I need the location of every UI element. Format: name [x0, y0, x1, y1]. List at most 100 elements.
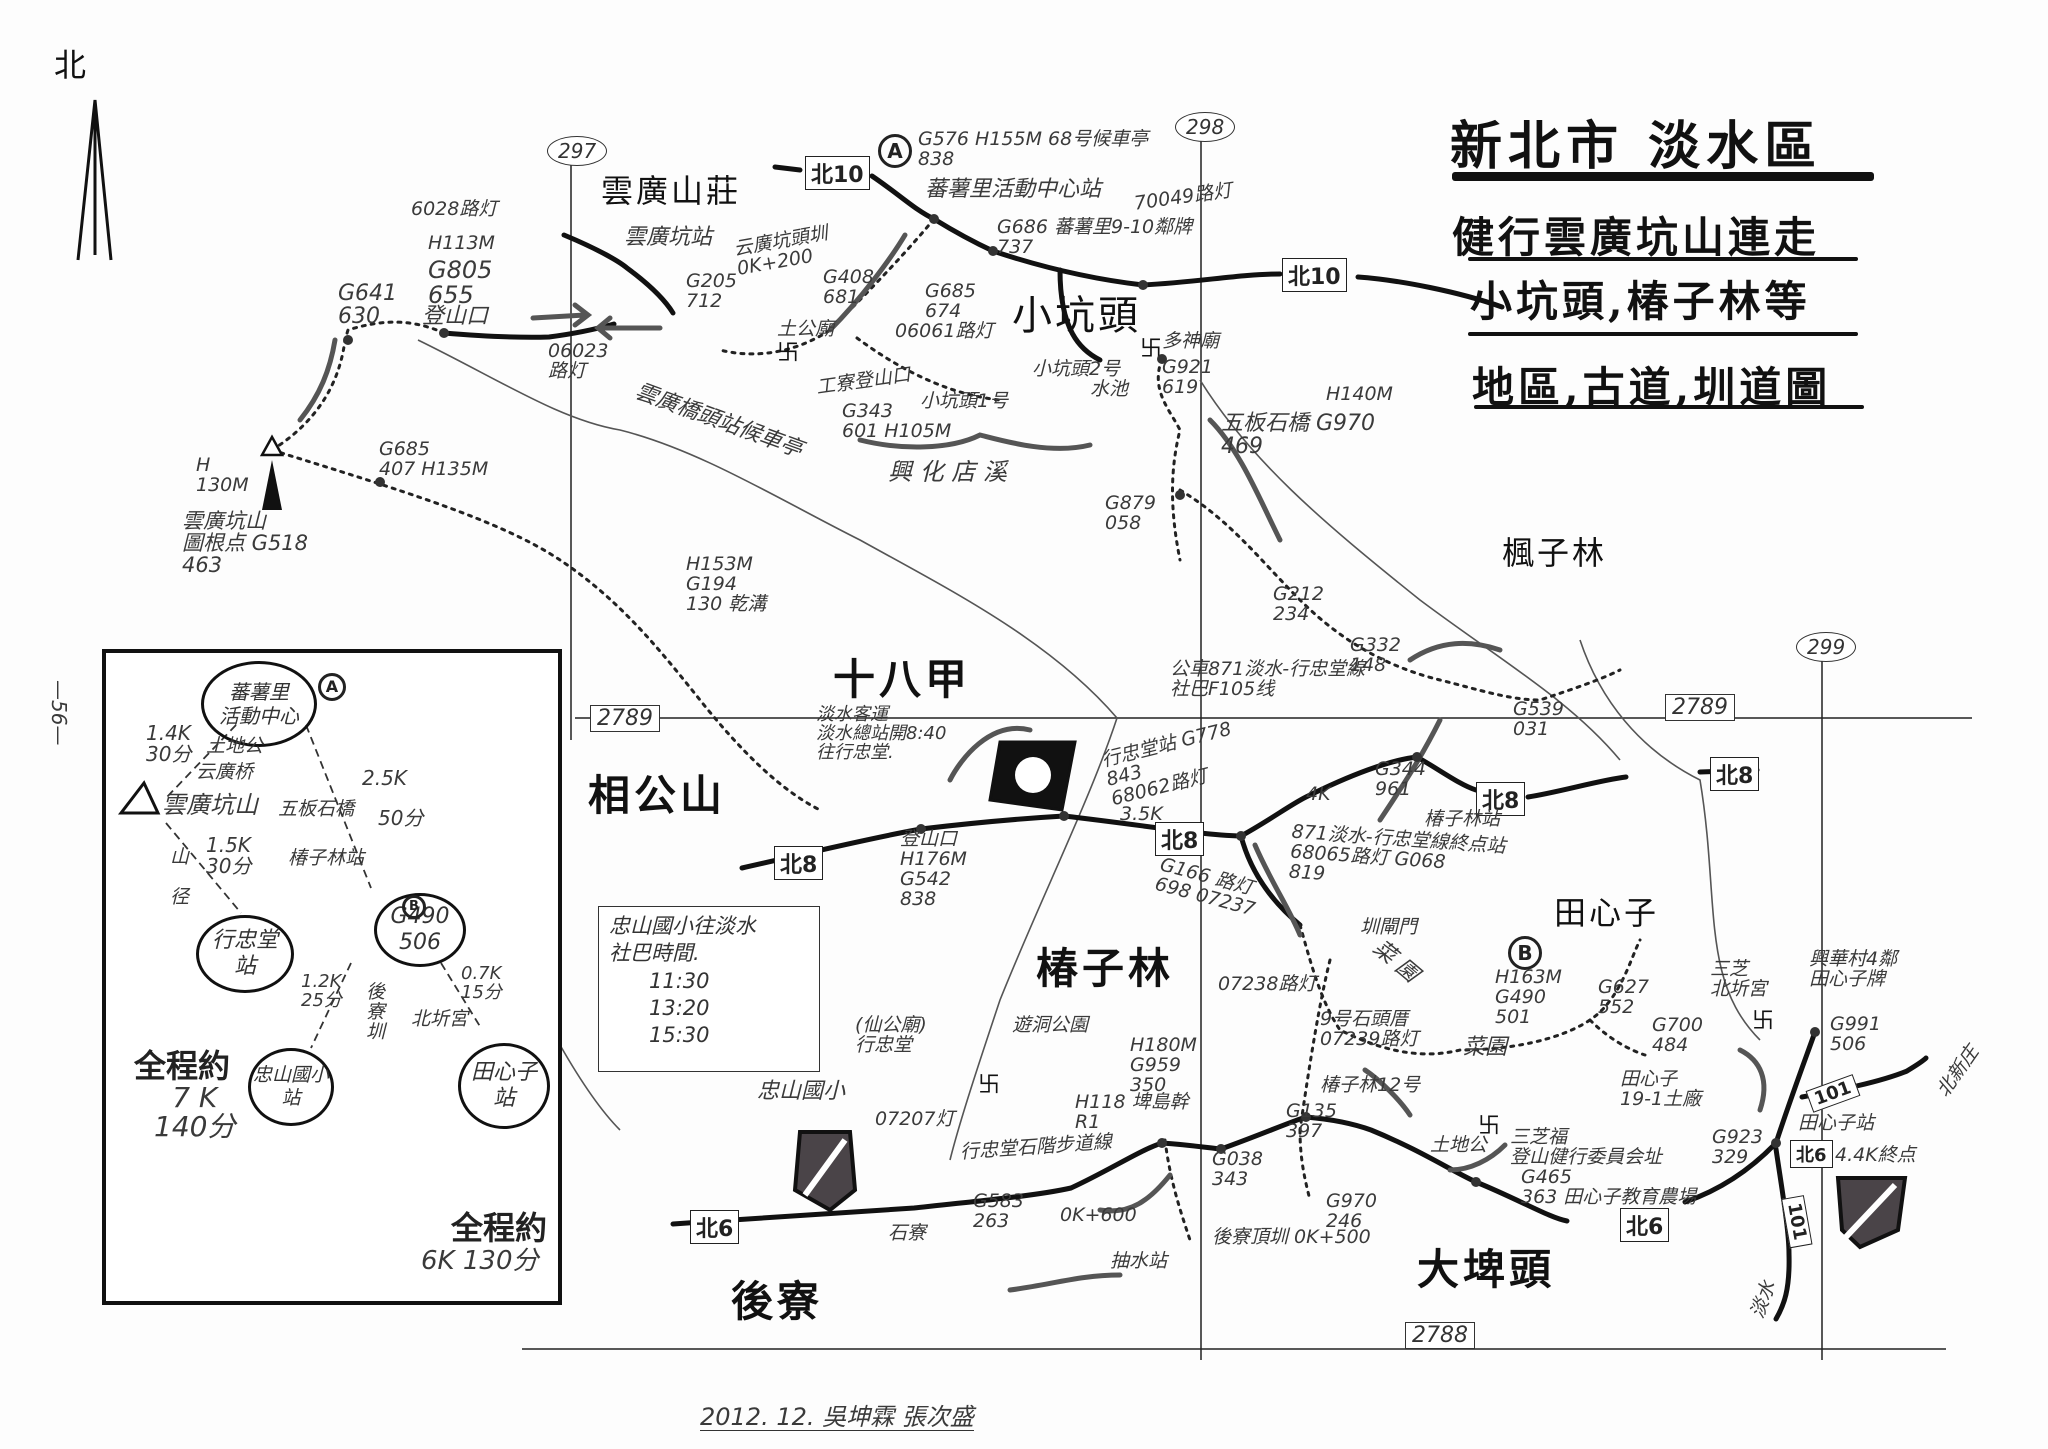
annotation: G465 363 田心子教育農場	[1521, 1166, 1697, 1208]
summit-triangle-icon	[259, 434, 285, 510]
grid-marker-299: 299	[1796, 632, 1857, 662]
annotation: 登山口	[422, 304, 489, 329]
inset-marker-b: B	[402, 895, 426, 919]
annotation: G344 961	[1375, 758, 1426, 800]
annotation: 菜園	[1463, 1035, 1508, 1060]
title-city-district: 新北市 淡水區	[1450, 116, 1823, 177]
annotation: 淡水客運 淡水總站開8:40 往行忠堂.	[816, 704, 947, 763]
bus-time: 11:30	[649, 968, 710, 993]
inset-seg1-distance: 1.4K 30分	[146, 721, 192, 766]
annotation: H113M	[428, 232, 495, 254]
annotation: 06023 路灯	[548, 340, 609, 382]
annotation: (仙公廟) 行忠堂	[855, 1014, 927, 1056]
annotation: G627 552	[1598, 976, 1649, 1018]
road-label-n8: 北8	[1476, 782, 1526, 816]
north-arrow-icon	[76, 99, 113, 261]
road-label-n8: 北8	[1710, 757, 1760, 791]
annotation: 雲廣坑站	[624, 225, 713, 250]
inset-seg3-via: 山 径	[170, 846, 190, 908]
annotation: G135 397	[1286, 1100, 1337, 1142]
annotation: 土公廟	[777, 318, 835, 340]
annotation: G686 蕃薯里9-10鄰牌 737	[997, 216, 1193, 258]
inset-seg5-via: 北圻宮	[411, 1008, 469, 1030]
annotation: G923 329	[1712, 1126, 1763, 1168]
north-label: 北	[54, 46, 90, 84]
annotation: G921 619	[1162, 356, 1213, 398]
annotation: H163M G490 501	[1495, 966, 1562, 1028]
annotation: G879 058	[1105, 492, 1156, 534]
annotation: G332 148	[1350, 634, 1401, 676]
bus-stop-shield-icon	[1835, 1176, 1908, 1250]
place-fengzilin: 楓子林	[1502, 534, 1608, 572]
annotation: 公車871淡水-行忠堂線 社巴F105线	[1170, 658, 1366, 700]
inset-seg5-distance: 0.7K 15分	[461, 963, 502, 1003]
annotation: H180M G959 350	[1130, 1034, 1197, 1096]
inset-total-label: 全程約	[451, 1209, 548, 1247]
road-label-n10: 北10	[1282, 258, 1347, 292]
annotation: 小坑頭1号	[920, 390, 1009, 412]
annotation: 07207灯	[875, 1108, 955, 1130]
inset-node-xingzhongtang: 行忠堂 站	[196, 915, 294, 993]
annotation: 興 化 店 溪	[888, 458, 1007, 486]
annotation: 三芝 北圻宮	[1710, 958, 1768, 1000]
inset-peak-label: 雲廣坑山	[162, 791, 258, 819]
waypoint-dots	[343, 214, 1820, 1187]
place-yunguang-villa: 雲廣山莊	[601, 172, 742, 210]
annotation: 多神廟	[1162, 330, 1220, 352]
svg-text:卐: 卐	[1140, 337, 1162, 362]
annotation: 抽水站	[1110, 1250, 1168, 1272]
inset-seg1-via: 云廣桥	[196, 761, 254, 783]
title-underline	[1468, 257, 1858, 261]
road-label-n6: 北6	[1620, 1208, 1670, 1242]
road-label-n10: 北10	[805, 156, 870, 190]
annotation: 水池	[1090, 378, 1129, 400]
annotation: 蕃薯里活動中心站	[925, 177, 1102, 202]
annotation: 小坑頭2号	[1032, 358, 1121, 380]
annotation: 9号石頭厝 07239路灯	[1320, 1008, 1419, 1050]
grid-lines	[522, 138, 1972, 1360]
inset-seg2-via: 五板石橋	[278, 798, 355, 820]
annotation: G641 630	[338, 281, 398, 330]
annotation: 五板石橋 G970 469	[1221, 411, 1376, 460]
road-label-n6: 北6	[1790, 1140, 1833, 1168]
annotation: G038 343	[1212, 1148, 1263, 1190]
inset-seg4-via: 後 寮 圳	[366, 981, 386, 1043]
annotation: G576 H155M 68号候車亭 838	[918, 128, 1149, 170]
grid-marker-298: 298	[1175, 112, 1236, 142]
annotation: 雲廣坑山 圖根点 G518 463	[182, 509, 309, 578]
place-xiaokengtou: 小坑頭	[1012, 293, 1141, 339]
grid-marker-2788: 2788	[1405, 1322, 1475, 1349]
annotation: 07238路灯	[1218, 973, 1317, 995]
annotation: G970 246	[1326, 1190, 1377, 1232]
inset-seg2-via: 椿子林站	[288, 847, 365, 869]
place-dapitou: 大埤頭	[1417, 1245, 1556, 1294]
inset-node-tianxinzi: 田心子 站	[458, 1043, 550, 1129]
annotation: 後寮頂圳 0K+500	[1212, 1226, 1371, 1248]
bus-stop-shield-icon	[792, 1130, 858, 1213]
svg-text:卐: 卐	[777, 341, 799, 366]
inset-seg3-distance: 1.5K 30分	[206, 833, 252, 878]
place-tianxinzi: 田心子	[1554, 894, 1660, 932]
title-underline	[1452, 172, 1874, 181]
title-subtitle-3: 地區,古道,圳道圖	[1472, 363, 1832, 412]
annotation: G408 681	[823, 266, 874, 308]
temple-icons: 卐卐卐 卐卐	[777, 337, 1774, 1139]
title-subtitle-1: 健行雲廣坑山連走	[1452, 213, 1821, 262]
svg-text:卐: 卐	[1752, 1009, 1774, 1034]
annotation: 06061路灯	[895, 320, 994, 342]
annotation: H 130M	[196, 454, 249, 496]
bus-time: 15:30	[649, 1023, 710, 1048]
svg-text:卐: 卐	[1478, 1114, 1500, 1139]
svg-text:卐: 卐	[978, 1073, 1000, 1098]
direction-arrows	[297, 232, 1767, 1293]
place-shibajia: 十八甲	[833, 655, 972, 704]
annotation: 4K	[1306, 783, 1331, 805]
annotation: 3.5K	[1120, 803, 1163, 825]
annotation: H140M	[1326, 383, 1393, 405]
annotation: G583 263	[973, 1190, 1024, 1232]
inset-total-value: 6K 130分	[421, 1246, 539, 1276]
road-label-n8: 北8	[1155, 822, 1205, 856]
inset-marker-a: A	[318, 673, 346, 701]
annotation: G685 407 H135M	[379, 438, 489, 480]
road-label-n6: 北6	[690, 1210, 740, 1244]
